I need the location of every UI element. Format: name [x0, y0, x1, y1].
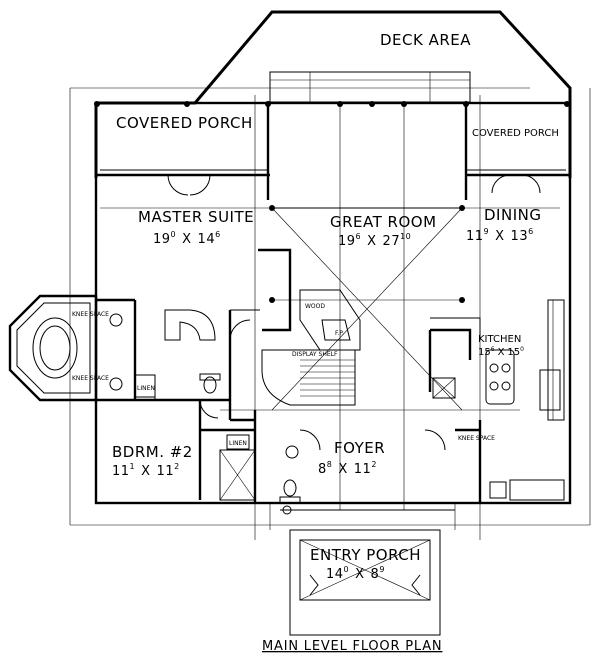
deck-outline — [94, 10, 572, 178]
linen-label: LINEN — [137, 385, 155, 392]
room-name: GREAT ROOM — [330, 213, 437, 231]
doors — [167, 174, 541, 451]
wood-label: WOOD — [305, 303, 325, 310]
room-name: FOYER — [334, 439, 385, 457]
room-name: DINING — [484, 206, 541, 224]
covered-porch-right-label: COVERED PORCH — [472, 128, 559, 139]
knee-space-label: KNEE SPACE — [458, 435, 495, 442]
fireplace-label: F.P. — [335, 330, 344, 337]
fireplace — [299, 289, 361, 351]
covered-porch-left-label: COVERED PORCH — [116, 114, 253, 132]
room-name: BDRM. #2 — [112, 443, 193, 461]
knee-space-label: KNEE SPACE — [72, 375, 109, 382]
entry-porch-structure — [269, 503, 456, 636]
knee-space-label: KNEE SPACE — [72, 311, 109, 318]
deck-area-label: DECK AREA — [380, 31, 471, 49]
room-name: ENTRY PORCH — [310, 546, 421, 564]
linen-label: LINEN — [229, 440, 247, 447]
display-shelf-label: DISPLAY SHELF — [292, 351, 338, 358]
plan-caption: MAIN LEVEL FLOOR PLAN — [262, 639, 442, 654]
room-name: MASTER SUITE — [138, 208, 254, 226]
stairs — [258, 248, 356, 406]
room-name: KITCHEN — [478, 334, 521, 345]
